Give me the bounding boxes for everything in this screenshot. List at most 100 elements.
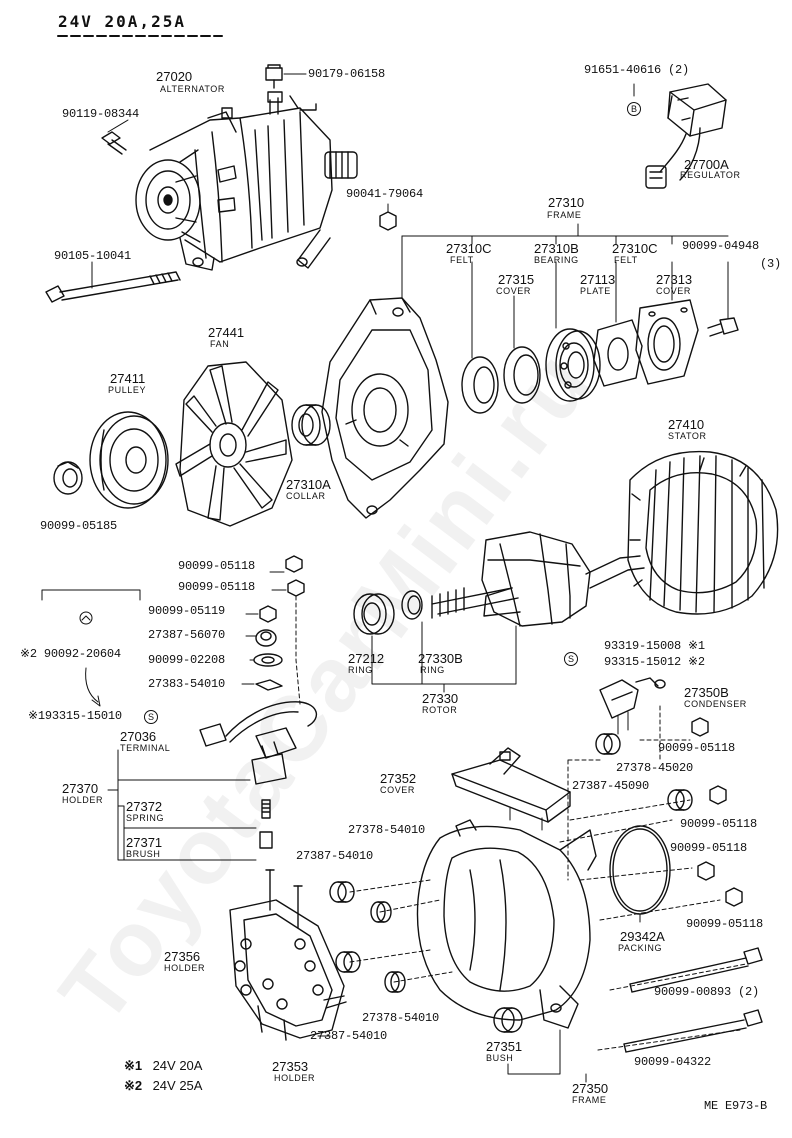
part-name-frame-27350: FRAME [572,1095,607,1105]
part-number-27310c-a[interactable]: 27310C [446,241,492,256]
part-qty-90099-04948: (3) [760,257,782,271]
part-number-27313[interactable]: 27313 [656,272,693,287]
bolt-90099-04322-drawing [623,1009,763,1053]
part-number-27700a[interactable]: 27700A [684,157,729,172]
marker-s-label-b: S [564,652,578,666]
part-number-90179-06158[interactable]: 90179-06158 [308,67,386,81]
part-number-27310c-b[interactable]: 27310C [612,241,658,256]
part-number-90099-05118-f[interactable]: 90099-05118 [686,917,764,931]
part-number-90099-04322[interactable]: 90099-04322 [634,1055,712,1069]
part-number-90099-05185[interactable]: 90099-05185 [40,519,118,533]
marker-s-label-a: S [144,710,158,724]
part-name-cover-27315: COVER [496,286,532,296]
part-number-27371[interactable]: 27371 [126,835,163,850]
part-number-27352[interactable]: 27352 [380,771,417,786]
bearing-27310b-drawing [545,261,601,402]
marker-s-icon-b: S [564,650,578,666]
part-number-27036[interactable]: 27036 [120,729,157,744]
rotor-27330-drawing [431,531,645,627]
part-number-93315-15010[interactable]: ※193315-15010 [28,709,122,723]
part-number-90099-04948[interactable]: 90099-04948 [682,239,760,253]
part-number-27330[interactable]: 27330 [422,691,459,706]
part-number-90092-20604[interactable]: ※2 90092-20604 [20,647,121,661]
bolt-90099-00893-drawing [629,947,763,993]
part-name-rotor: ROTOR [422,705,458,715]
part-number-90099-05118-a[interactable]: 90099-05118 [178,559,256,573]
rotor-group-bracket [371,621,517,693]
part-number-90099-00893[interactable]: 90099-00893 (2) [654,985,760,999]
part-number-90099-05118-c[interactable]: 90099-05118 [658,741,736,755]
bush-27378-54010-b-drawing [384,971,406,993]
part-number-27350[interactable]: 27350 [572,1081,609,1096]
part-name-terminal: TERMINAL [120,743,171,753]
nut-90099-05185-drawing [53,461,83,495]
cover-27352-drawing [451,747,571,831]
part-number-27387-54010-b[interactable]: 27387-54010 [310,1029,388,1043]
legend-text-1: 24V 20A [152,1058,203,1073]
rear-frame-27350-drawing [416,819,597,1029]
part-number-27350b[interactable]: 27350B [684,685,729,700]
part-number-27372[interactable]: 27372 [126,799,163,814]
legend-mark-2: ※2 [124,1078,143,1093]
part-number-90119-08344[interactable]: 90119-08344 [62,107,140,121]
part-number-27315[interactable]: 27315 [498,272,535,287]
bush-27351-drawing [493,1007,523,1033]
part-number-90099-05118-d[interactable]: 90099-05118 [680,817,758,831]
part-number-27353[interactable]: 27353 [272,1059,309,1074]
part-number-27113[interactable]: 27113 [580,272,616,287]
bush-27378-54010-a-drawing [370,901,392,923]
part-number-27383-54010[interactable]: 27383-54010 [148,677,226,691]
part-number-91651-40616[interactable]: 91651-40616 (2) [584,63,690,77]
part-number-27387-54010-a[interactable]: 27387-54010 [296,849,374,863]
drawing-code: ME E973-B [704,1099,768,1113]
pulley-27411-drawing [89,411,169,509]
part-number-27370[interactable]: 27370 [62,781,99,796]
cover-27315-drawing [503,295,541,404]
packing-29342a-drawing [609,825,671,923]
part-number-29342a[interactable]: 29342A [620,929,665,944]
legend-row-2: ※2 24V 25A [124,1078,202,1094]
part-name-fan: FAN [210,339,230,349]
fan-27441-drawing [175,361,293,527]
part-number-90105-10041[interactable]: 90105-10041 [54,249,132,263]
frame-group-bracket [401,223,729,245]
part-number-27441[interactable]: 27441 [208,325,245,340]
cover-27313-drawing [635,261,699,385]
part-number-27020[interactable]: 27020 [156,69,193,84]
part-number-93315-15012[interactable]: 93315-15012 ※2 [604,655,705,669]
part-number-27310b[interactable]: 27310B [534,241,579,256]
bush-27387-54010-b-drawing [335,951,361,973]
part-number-90041-79064[interactable]: 90041-79064 [346,187,424,201]
alternator-drawing [135,91,358,271]
part-name-regulator: REGULATOR [680,170,741,180]
part-number-27310[interactable]: 27310 [548,195,585,210]
part-name-cover-27313: COVER [656,286,692,296]
part-number-27378-54010-a[interactable]: 27378-54010 [348,823,426,837]
part-number-27378-54010-b[interactable]: 27378-54010 [362,1011,440,1025]
part-name-ring-27212: RING [348,665,373,675]
assembly-guide-lines [349,705,747,1051]
part-number-27351[interactable]: 27351 [486,1039,523,1054]
part-number-27310a[interactable]: 27310A [286,477,331,492]
part-number-27387-45090[interactable]: 27387-45090 [572,779,650,793]
part-name-holder-27370: HOLDER [62,795,104,805]
part-number-27410[interactable]: 27410 [668,417,705,432]
part-number-90099-05118-e[interactable]: 90099-05118 [670,841,748,855]
part-name-bush: BUSH [486,1053,514,1063]
part-number-90099-05119[interactable]: 90099-05119 [148,604,226,618]
part-number-93319-15008[interactable]: 93319-15008 ※1 [604,639,705,653]
bolt-90105-drawing [45,261,181,303]
part-name-felt-a: FELT [450,255,474,265]
ring-27330b-drawing [401,590,423,620]
part-number-90099-05118-b[interactable]: 90099-05118 [178,580,256,594]
small-parts-stack-drawing [241,555,305,705]
part-number-27212[interactable]: 27212 [348,651,385,666]
part-number-27356[interactable]: 27356 [164,949,201,964]
part-number-27378-45020[interactable]: 27378-45020 [616,761,694,775]
part-number-27387-56070[interactable]: 27387-56070 [148,628,226,642]
part-number-27411[interactable]: 27411 [110,371,146,386]
part-name-condenser: CONDENSER [684,699,747,709]
part-number-27330b[interactable]: 27330B [418,651,463,666]
part-number-90099-02208[interactable]: 90099-02208 [148,653,226,667]
part-name-pulley: PULLEY [108,385,147,395]
